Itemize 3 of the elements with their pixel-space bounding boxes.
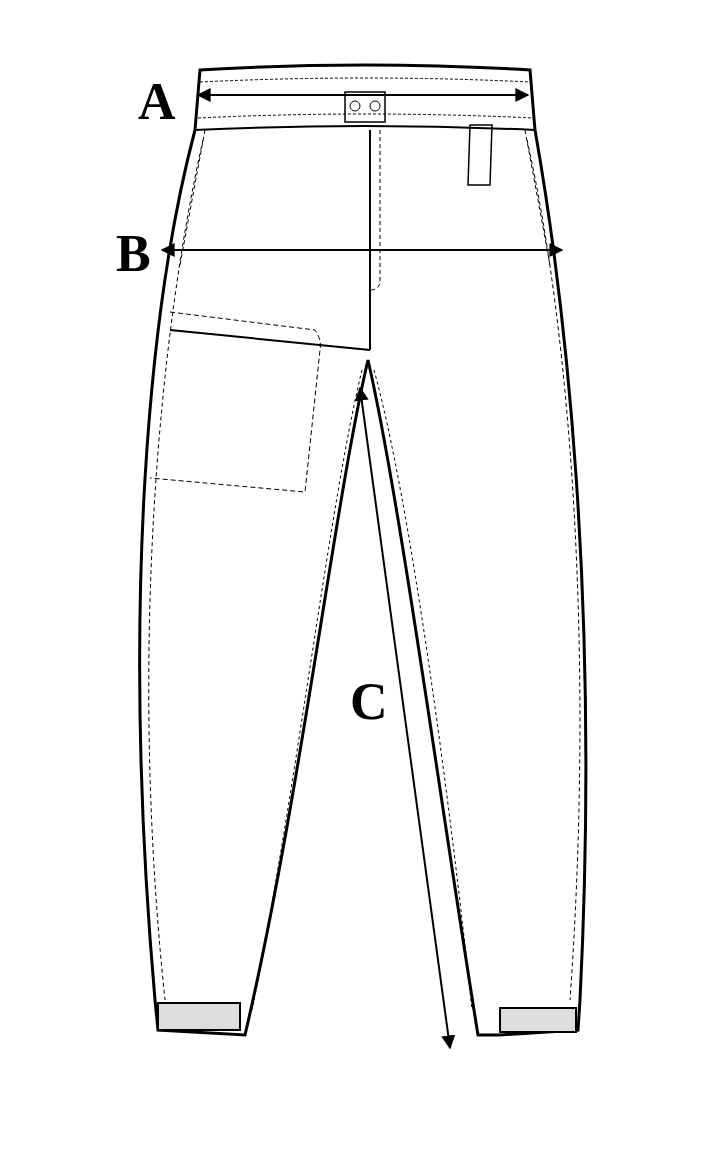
dimension-letter: A xyxy=(138,76,176,128)
dimension-letter: C xyxy=(350,676,388,728)
dimension-letter: B xyxy=(116,228,151,280)
